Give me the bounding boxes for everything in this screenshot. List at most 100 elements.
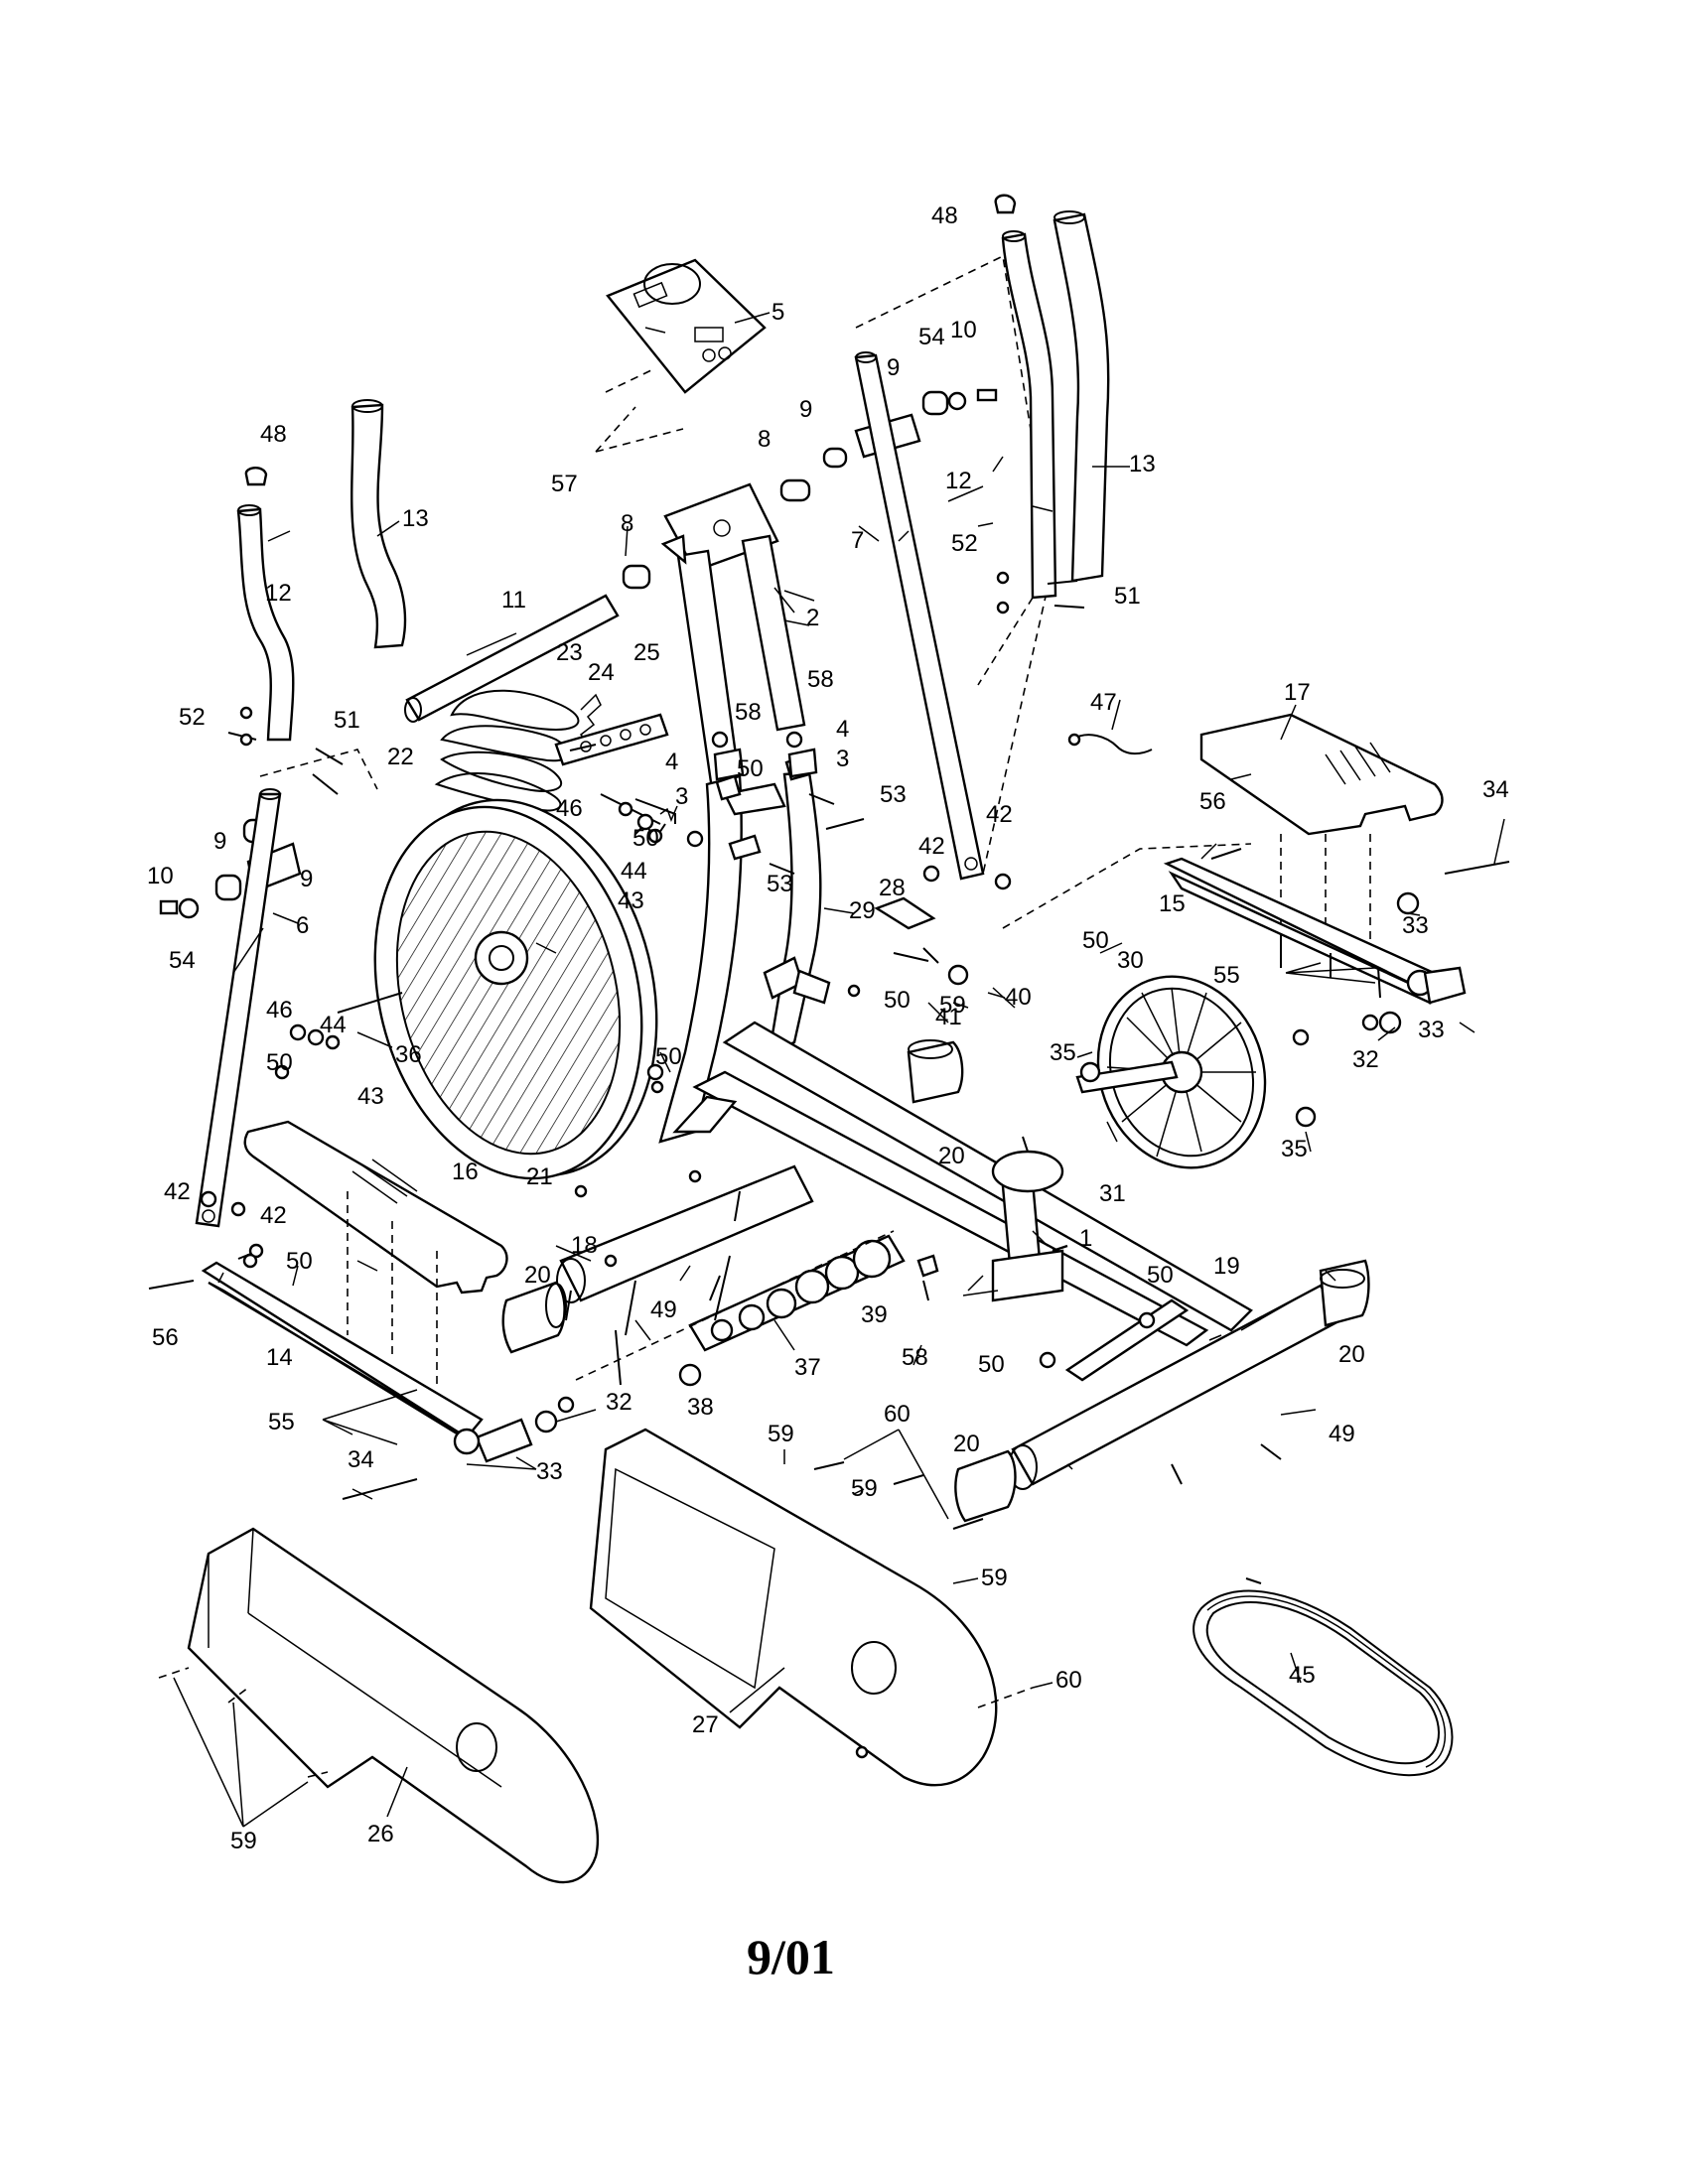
callout-31: 31 [1099, 1180, 1126, 1207]
callout-3: 3 [675, 783, 688, 810]
callout-12: 12 [265, 580, 292, 607]
callout-50: 50 [632, 825, 659, 852]
wheel-30 [1075, 975, 1317, 1169]
callout-49: 49 [650, 1297, 677, 1323]
callout-15: 15 [1159, 890, 1186, 917]
callout-13: 13 [1129, 451, 1156, 478]
leader-lines [173, 312, 1505, 1828]
callout-50: 50 [884, 987, 911, 1014]
callout-28: 28 [879, 875, 906, 901]
callout-38: 38 [687, 1394, 714, 1421]
callout-22: 22 [387, 744, 414, 770]
callout-54: 54 [169, 947, 196, 974]
small-hardware [200, 731, 1282, 1584]
revision-date: 9/01 [747, 1929, 835, 1984]
callout-25: 25 [633, 639, 660, 666]
shroud-26 [187, 1527, 600, 1884]
callout-20: 20 [938, 1143, 965, 1169]
handle-12-right [994, 194, 1057, 600]
callout-52: 52 [179, 704, 206, 731]
grip-13-left [351, 399, 407, 649]
callout-46: 46 [266, 997, 293, 1024]
callout-9: 9 [887, 354, 900, 381]
crank-assembly [575, 1230, 939, 1387]
flywheel [373, 798, 658, 1180]
callout-42: 42 [986, 801, 1013, 828]
callout-16: 16 [452, 1159, 479, 1185]
callout-56: 56 [152, 1324, 179, 1351]
callout-42: 42 [918, 833, 945, 860]
callout-50: 50 [1082, 927, 1109, 954]
console [606, 258, 767, 394]
callout-27: 27 [692, 1711, 719, 1738]
callout-48: 48 [260, 421, 287, 448]
callout-52: 52 [951, 530, 978, 557]
callout-1: 1 [1079, 1225, 1092, 1252]
callout-36: 36 [395, 1041, 422, 1068]
callout-10: 10 [147, 863, 174, 889]
callout-4: 4 [665, 749, 678, 775]
callout-9: 9 [300, 866, 313, 892]
callout-33: 33 [1418, 1017, 1445, 1043]
callout-49: 49 [1329, 1421, 1355, 1447]
belt-45 [1193, 1589, 1454, 1777]
callout-4: 4 [836, 716, 849, 743]
callout-53: 53 [767, 871, 793, 897]
callout-55: 55 [1213, 962, 1240, 989]
callout-53: 53 [880, 781, 907, 808]
callout-54: 54 [918, 324, 945, 350]
shroud-27 [589, 1428, 998, 1787]
callout-59: 59 [981, 1565, 1008, 1591]
tube-18 [501, 1164, 814, 1354]
callout-11: 11 [501, 587, 526, 614]
callout-24: 24 [588, 659, 615, 686]
callout-44: 44 [621, 858, 647, 885]
callout-8: 8 [621, 510, 633, 537]
callout-26: 26 [367, 1821, 394, 1847]
callout-18: 18 [571, 1232, 598, 1259]
tube-19 [954, 1259, 1370, 1523]
callout-33: 33 [536, 1458, 563, 1485]
callout-58: 58 [735, 699, 762, 726]
callout-3: 3 [836, 746, 849, 772]
callout-43: 43 [618, 887, 644, 914]
callout-42: 42 [164, 1178, 191, 1205]
callout-13: 13 [402, 505, 429, 532]
callout-39: 39 [861, 1301, 888, 1328]
callout-43: 43 [357, 1083, 384, 1110]
callout-23: 23 [556, 639, 583, 666]
grip-13-right [1052, 210, 1110, 583]
callout-2: 2 [806, 605, 819, 631]
callout-20: 20 [1338, 1341, 1365, 1368]
main-frame [658, 770, 1253, 1382]
callout-14: 14 [266, 1344, 293, 1371]
callout-45: 45 [1289, 1662, 1316, 1689]
callout-35: 35 [1281, 1136, 1308, 1162]
callout-56: 56 [1199, 788, 1226, 815]
callout-59: 59 [939, 992, 966, 1019]
bushing-20 [907, 1039, 964, 1104]
callout-60: 60 [884, 1401, 911, 1428]
callout-60: 60 [1055, 1667, 1082, 1694]
handle-12-left [236, 467, 295, 742]
callout-32: 32 [606, 1389, 632, 1416]
callout-21: 21 [526, 1163, 553, 1190]
callout-8: 8 [758, 426, 771, 453]
callout-17: 17 [1284, 679, 1311, 706]
callout-44: 44 [320, 1012, 347, 1038]
pedal-17 [1199, 713, 1444, 836]
pedal-arm-14 [201, 1261, 533, 1463]
callout-34: 34 [348, 1446, 374, 1473]
callout-5: 5 [772, 299, 784, 326]
callout-30: 30 [1117, 947, 1144, 974]
callout-59: 59 [851, 1475, 878, 1502]
callout-19: 19 [1213, 1253, 1240, 1280]
callout-57: 57 [551, 471, 578, 497]
callout-9: 9 [213, 828, 226, 855]
callout-12: 12 [945, 468, 972, 494]
callout-33: 33 [1402, 912, 1429, 939]
callout-32: 32 [1352, 1046, 1379, 1073]
callout-labels: 1 2 3 3 4 4 5 6 7 8 8 9 9 9 9 10 10 11 1… [147, 203, 1509, 1854]
tube-11 [404, 594, 620, 723]
